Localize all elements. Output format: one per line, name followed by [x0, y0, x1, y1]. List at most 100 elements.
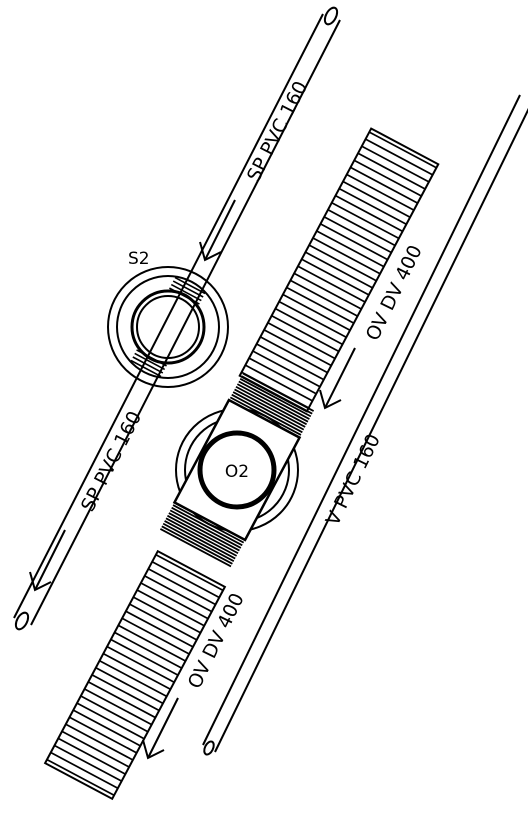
label-sp-pvc-160-upper: SP PVC 160 [243, 78, 312, 186]
corrugation-rib [271, 314, 340, 353]
seal-band [172, 504, 245, 544]
corrugation-rib [76, 702, 145, 740]
seal-band [232, 391, 305, 431]
o2-shaft [197, 430, 277, 510]
corrugation-rib [259, 336, 328, 374]
corrugation-rib [335, 194, 403, 233]
corrugation-rib [357, 152, 426, 190]
corrugation-rib [350, 166, 419, 204]
corrugation-rib [252, 350, 321, 388]
corrugation-rib [331, 201, 400, 240]
seal-band [174, 501, 246, 541]
seal-band [171, 506, 243, 547]
corrugation-rib [248, 357, 317, 395]
corrugation-rib [102, 652, 171, 691]
corrugation-rib [147, 568, 216, 606]
corrugation-rib [65, 723, 134, 761]
flow-arrow-sp-lower [29, 529, 66, 592]
label-sp-pvc-160-lower: SP PVC 160 [77, 408, 146, 516]
seal-band [165, 517, 238, 557]
label-v-pvc-160: V PVC 160 [322, 430, 385, 529]
corrugation-rib [256, 343, 325, 381]
seal-band [235, 385, 308, 426]
seal-band [161, 525, 233, 565]
seal-band [229, 396, 302, 436]
corrugation-rib [312, 237, 381, 275]
corrugation-rib [327, 209, 396, 247]
corrugation-rib [117, 624, 186, 662]
corrugation-rib [136, 589, 205, 627]
corrugation-rib [361, 145, 430, 183]
corrugation-rib [353, 159, 422, 197]
corrugation-rib [95, 667, 164, 705]
corrugation-rib [346, 173, 415, 211]
flow-arrow-ov-lower [142, 697, 179, 760]
corrugation-rib [301, 258, 370, 296]
corrugation-rib [275, 307, 343, 346]
corrugation-rib [244, 364, 313, 402]
corrugation-rib [286, 286, 355, 324]
corrugation-rib [72, 709, 141, 747]
seal-band [159, 528, 232, 568]
corrugation-rib [69, 716, 138, 754]
seal-band [164, 520, 236, 560]
corrugation-rib [110, 638, 179, 676]
corrugation-rib [365, 138, 434, 176]
manhole-s2 [107, 266, 229, 388]
corrugation-rib [61, 730, 130, 768]
corrugation-rib [293, 272, 362, 310]
corrugation-rib [114, 631, 183, 669]
corrugation-rib [278, 300, 347, 339]
node-label-o2: O2 [225, 462, 249, 482]
corrugation-rib [80, 695, 149, 733]
corrugation-rib [297, 265, 366, 303]
corrugation-rib [125, 610, 194, 648]
corrugation-rib [84, 688, 153, 726]
corrugation-rib [267, 322, 336, 360]
seal-band [162, 522, 235, 562]
corrugation-rib [155, 553, 224, 592]
corrugation-rib [121, 617, 190, 655]
corrugation-rib [99, 659, 168, 698]
seal-band [169, 509, 242, 549]
seal-band [166, 514, 239, 555]
seal-band [231, 393, 303, 434]
corrugation-rib [305, 251, 373, 289]
corrugation-rib [144, 575, 213, 613]
flow-arrow-ov-upper [319, 347, 356, 410]
corrugation-rib [320, 223, 388, 261]
corrugation-rib [323, 216, 392, 254]
flow-arrow-sp-upper [199, 199, 236, 262]
seal-band [238, 380, 310, 420]
node-label-s2: S2 [128, 249, 150, 269]
pipe-ov-dv-400-upper [238, 127, 440, 413]
seal-band [228, 399, 300, 439]
seal-band [241, 375, 313, 415]
corrugation-rib [140, 582, 209, 620]
seal-band [168, 512, 240, 552]
corrugation-rib [151, 561, 220, 599]
corrugation-rib [263, 329, 332, 367]
corrugation-rib [282, 293, 351, 331]
seal-band [239, 378, 312, 418]
corrugation-rib [54, 744, 123, 782]
corrugation-rib [290, 279, 358, 317]
corrugation-rib [338, 187, 407, 226]
corrugation-rib [316, 230, 385, 268]
corrugation-rib [342, 180, 411, 218]
pipe-sp-pvc-160 [13, 6, 341, 631]
corrugation-rib [106, 645, 175, 683]
corrugation-rib [57, 737, 126, 775]
seal-band [234, 388, 306, 428]
corrugation-rib [132, 596, 201, 634]
corrugation-rib [87, 681, 156, 719]
seal-band [242, 372, 315, 412]
pipe-ov-dv-400-lower [43, 549, 227, 801]
corrugation-rib [129, 603, 198, 641]
corrugation-rib [91, 674, 160, 712]
seal-band [236, 383, 309, 423]
s2-coupling-bands [130, 276, 206, 378]
corrugation-rib [50, 751, 119, 789]
